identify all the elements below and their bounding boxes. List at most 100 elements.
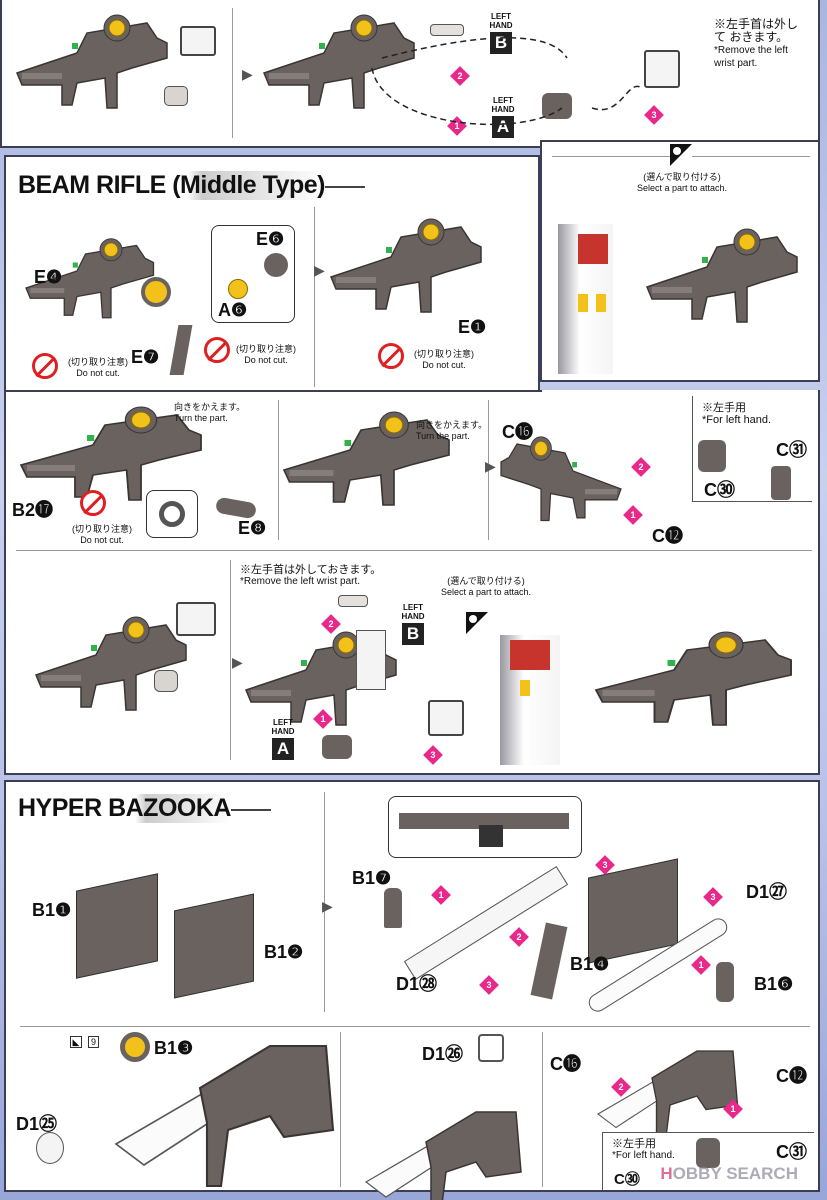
part-label-e7: E❼ (131, 347, 160, 367)
robot-arm-illustration (558, 224, 613, 374)
step-marker: 2 (611, 1077, 631, 1097)
step-marker: 2 (509, 927, 529, 947)
detail-callout (388, 796, 582, 858)
bazooka-body-illustration (588, 858, 678, 964)
bazooka-body-b12-illustration (174, 893, 254, 999)
part-label-d128: D1㉘ (396, 974, 438, 994)
part-label-b16: B1❻ (754, 974, 794, 994)
do-not-cut-note: (切り取り注意)Do not cut. (414, 349, 474, 370)
bazooka-body-b11-illustration (76, 873, 158, 979)
hand-illustration (154, 670, 178, 692)
step-marker: 2 (321, 614, 341, 634)
beam-rifle-assembly-panel: 向きをかえます。Turn the part. B2⓱ (切り取り注意)Do no… (4, 390, 820, 775)
hand-label: LEFT HAND (491, 96, 515, 114)
select-part-icon (466, 612, 488, 634)
select-part-panel: (選んで取り付ける)Select a part to attach. (540, 140, 820, 382)
step-marker: 1 (431, 885, 451, 905)
select-part-caption: (選んで取り付ける)Select a part to attach. (441, 576, 532, 597)
rifle-illustration (330, 218, 482, 313)
part-label-e8: E❽ (238, 518, 267, 538)
part-label-b217: B2⓱ (12, 500, 54, 520)
next-arrow-icon: ▶ (242, 66, 253, 82)
part-label-b17: B1❼ (352, 868, 392, 888)
hobby-search-watermark: HOBBY SEARCH (660, 1164, 798, 1183)
wrist-part-illustration (180, 26, 216, 56)
muzzle-detail-callout (146, 490, 198, 538)
part-label-d125: D1㉕ (16, 1114, 58, 1134)
do-not-cut-icon (378, 343, 404, 369)
do-not-cut-icon (32, 353, 58, 379)
section-title-beam-rifle: BEAM RIFLE (Middle Type) (18, 171, 365, 200)
part-label-b13: B1❸ (154, 1038, 194, 1058)
muzzle-part-illustration (214, 496, 258, 520)
part-label-c31: C㉛ (776, 440, 807, 460)
part-label-b14: B1❹ (570, 954, 610, 974)
left-hand-detail-box (692, 396, 812, 502)
turn-part-note: 向きをかえます。Turn the part. (416, 420, 488, 441)
hand-illustration (696, 1138, 720, 1168)
part-label-a6: A❻ (218, 300, 248, 320)
hand-part-illustration (771, 466, 791, 500)
wrist-part-illustration (176, 602, 216, 636)
do-not-cut-icon (204, 337, 230, 363)
hand-label: LEFT HAND (489, 12, 513, 30)
sight-b13-illustration (120, 1032, 150, 1062)
step-marker: 3 (423, 745, 443, 765)
part-label-b12: B1❷ (264, 942, 304, 962)
wrist-part-illustration (428, 700, 464, 736)
note-jp: ※左手首は外して おきます。 (714, 17, 799, 44)
next-arrow-icon: ▶ (485, 458, 496, 474)
turn-part-note: 向きをかえます。Turn the part. (174, 402, 246, 423)
step-marker: 3 (479, 975, 499, 995)
do-not-cut-note: (切り取り注意)Do not cut. (68, 357, 128, 378)
part-label-e1: E❶ (458, 317, 487, 337)
hand-illustration (542, 93, 572, 119)
step-marker: 2 (631, 457, 651, 477)
step-marker: 1 (313, 709, 333, 729)
part-label-c12: C⓬ (776, 1066, 807, 1086)
hand-illustration (164, 86, 188, 106)
next-arrow-icon: ▶ (322, 898, 333, 914)
step-marker: 3 (703, 887, 723, 907)
beam-rifle-panel: BEAM RIFLE (Middle Type) E❹ E❼ E❻ A❻ (切り… (4, 155, 540, 392)
sight-lens-illustration (228, 279, 248, 299)
grip-part-illustration (169, 325, 193, 375)
part-label-b11: B1❶ (32, 900, 72, 920)
rifle-illustration (595, 631, 792, 726)
part-label-c16: C⓰ (550, 1054, 581, 1074)
rifle-illustration (500, 436, 622, 522)
part-label-d127: D1㉗ (746, 882, 788, 902)
sight-frame-d126-illustration (478, 1034, 504, 1062)
do-not-cut-note: (切り取り注意)Do not cut. (72, 524, 132, 545)
sight-part-illustration (141, 277, 171, 307)
step-marker: 3 (595, 855, 615, 875)
color-number-box: 9 (88, 1036, 99, 1048)
rifle-illustration (646, 228, 798, 323)
step-marker: 1 (723, 1099, 743, 1119)
wrist-illustration (356, 630, 386, 690)
hyper-bazooka-panel: HYPER BAZOOKA ▶ B1❶ B1❷ B1❼ D1㉘ B1❹ D1㉗ … (4, 780, 820, 1200)
remove-wrist-note: ※左手首は外して おきます。 *Remove the left wrist pa… (714, 18, 809, 70)
next-arrow-icon: ▶ (232, 654, 243, 670)
part-label-c16: C⓰ (502, 422, 533, 442)
bazooka-illustration (114, 1044, 335, 1188)
marker-pen-icon: ◣ (70, 1036, 82, 1048)
part-b17-illustration (384, 888, 402, 928)
dashed-path (371, 37, 643, 126)
robot-arm-illustration (500, 635, 560, 765)
note-en: *Remove the left wrist part. (714, 45, 788, 69)
hand-illustration (698, 440, 726, 472)
bazooka-illustration (365, 1111, 522, 1200)
part-label-d126: D1㉖ (422, 1044, 464, 1064)
hand-letter: A (492, 116, 514, 138)
part-label-c31: C㉛ (776, 1142, 807, 1162)
hand-illustration (322, 735, 352, 759)
select-part-caption: (選んで取り付ける)Select a part to attach. (636, 172, 728, 193)
do-not-cut-note: (切り取り注意)Do not cut. (236, 344, 296, 365)
step-marker: 1 (623, 505, 643, 525)
part-label-c30: C㉚ (614, 1171, 640, 1188)
remove-wrist-note: ※左手首は外しておきます。*Remove the left wrist part… (240, 564, 382, 587)
